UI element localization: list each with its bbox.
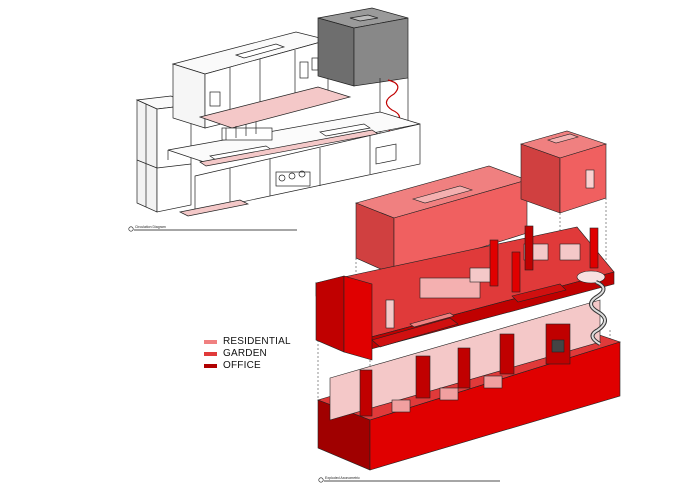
office-level (317, 280, 621, 471)
ground-level (178, 123, 421, 217)
top-caption: Circulation Diagram (135, 225, 166, 229)
residential-swatch (204, 340, 217, 344)
garden-level (315, 225, 615, 361)
gray-stair-tower (317, 7, 409, 150)
top-caption-marker (128, 226, 297, 232)
legend-item-garden: GARDEN (204, 348, 291, 360)
legend-label-garden: GARDEN (223, 348, 267, 359)
bottom-caption-marker (318, 477, 500, 483)
legend-label-residential: RESIDENTIAL (223, 336, 291, 347)
circulation-diagram (135, 7, 421, 217)
garden-swatch (204, 352, 217, 356)
bottom-caption: Exploded Axonometric (325, 476, 360, 480)
residential-floor (198, 86, 352, 129)
left-tower-block (135, 95, 193, 213)
legend-item-office: OFFICE (204, 360, 291, 372)
exploded-axonometric (315, 130, 621, 471)
residential-box-right (520, 130, 607, 214)
legend-item-residential: RESIDENTIAL (204, 336, 291, 348)
legend: RESIDENTIAL GARDEN OFFICE (204, 336, 291, 372)
office-swatch (204, 364, 217, 368)
legend-label-office: OFFICE (223, 360, 261, 371)
